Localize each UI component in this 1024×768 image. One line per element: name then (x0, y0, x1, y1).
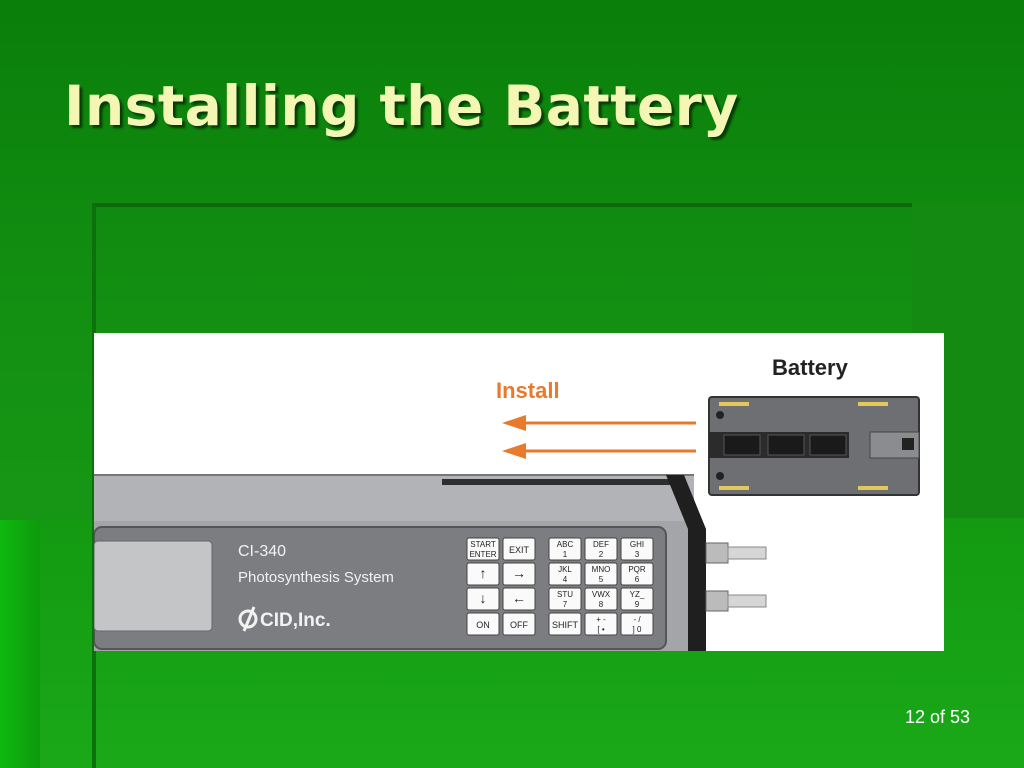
keypad-key-label: START (470, 540, 496, 549)
keypad-key: ← (502, 587, 536, 611)
keypad-key: OFF (502, 612, 536, 636)
decorative-strip-left (0, 520, 40, 768)
install-label: Install (496, 378, 560, 403)
keypad-key-label: EXIT (509, 545, 530, 555)
keypad-key-label: 2 (599, 550, 604, 559)
keypad-key-label: ON (476, 620, 490, 630)
keypad-key-label: 9 (635, 600, 640, 609)
slide-title: Installing the Battery (64, 74, 739, 138)
keypad-key: - /] 0 (620, 612, 654, 636)
keypad-key-label: - / (633, 615, 641, 624)
keypad-key-label: ENTER (469, 550, 496, 559)
keypad-key: SHIFT (548, 612, 582, 636)
figure-drawing: Install Battery (94, 355, 920, 651)
keypad-key-label: ← (512, 590, 526, 606)
keypad-key-label: 6 (635, 575, 640, 584)
keypad-key-label: 1 (563, 550, 568, 559)
keypad-key: ↑ (466, 562, 500, 586)
install-arrow-icon (502, 415, 696, 459)
connector-icon (705, 542, 767, 612)
keypad-key-label: DEF (593, 540, 609, 549)
battery-install-figure: Install Battery (94, 333, 944, 651)
page-number: 12 of 53 (905, 707, 971, 727)
decorative-rule-top (94, 203, 912, 207)
keypad-key-label: YZ_ (630, 590, 645, 599)
keypad-key-label: → (512, 565, 526, 581)
cid-logo-icon (238, 606, 258, 632)
device-name: Photosynthesis System (238, 569, 394, 586)
keypad-key-label: ] 0 (633, 625, 642, 634)
keypad-key-label: SHIFT (552, 620, 579, 630)
keypad-key: ↓ (466, 587, 500, 611)
keypad-key-label: 8 (599, 600, 604, 609)
keypad-key-label: + - (596, 615, 606, 624)
brand-name: CID,Inc. (260, 610, 331, 631)
keypad-key: EXIT (502, 537, 536, 561)
battery-label: Battery (772, 355, 849, 380)
keypad-key-label: ABC (557, 540, 574, 549)
keypad-key-label: ↓ (480, 590, 487, 606)
keypad-key-label: OFF (510, 620, 528, 630)
device-model: CI-340 (238, 543, 286, 560)
keypad-key: → (502, 562, 536, 586)
keypad-key-label: 7 (563, 600, 568, 609)
keypad-key: + -[ • (584, 612, 618, 636)
keypad-key-label: GHI (630, 540, 644, 549)
battery-icon (708, 396, 920, 496)
keypad-key-label: ↑ (480, 565, 487, 581)
keypad-key-label: 3 (635, 550, 640, 559)
keypad-key-label: [ • (597, 625, 604, 634)
keypad-key-label: STU (557, 590, 573, 599)
keypad-key-label: MNO (592, 565, 611, 574)
keypad-key-label: 5 (599, 575, 604, 584)
keypad-key: ON (466, 612, 500, 636)
keypad-key-label: VWX (592, 590, 611, 599)
keypad-key: YZ_9 (620, 587, 654, 611)
keypad-key-label: JKL (558, 565, 572, 574)
keypad-key-label: 4 (563, 575, 568, 584)
keypad-key-label: PQR (628, 565, 646, 574)
